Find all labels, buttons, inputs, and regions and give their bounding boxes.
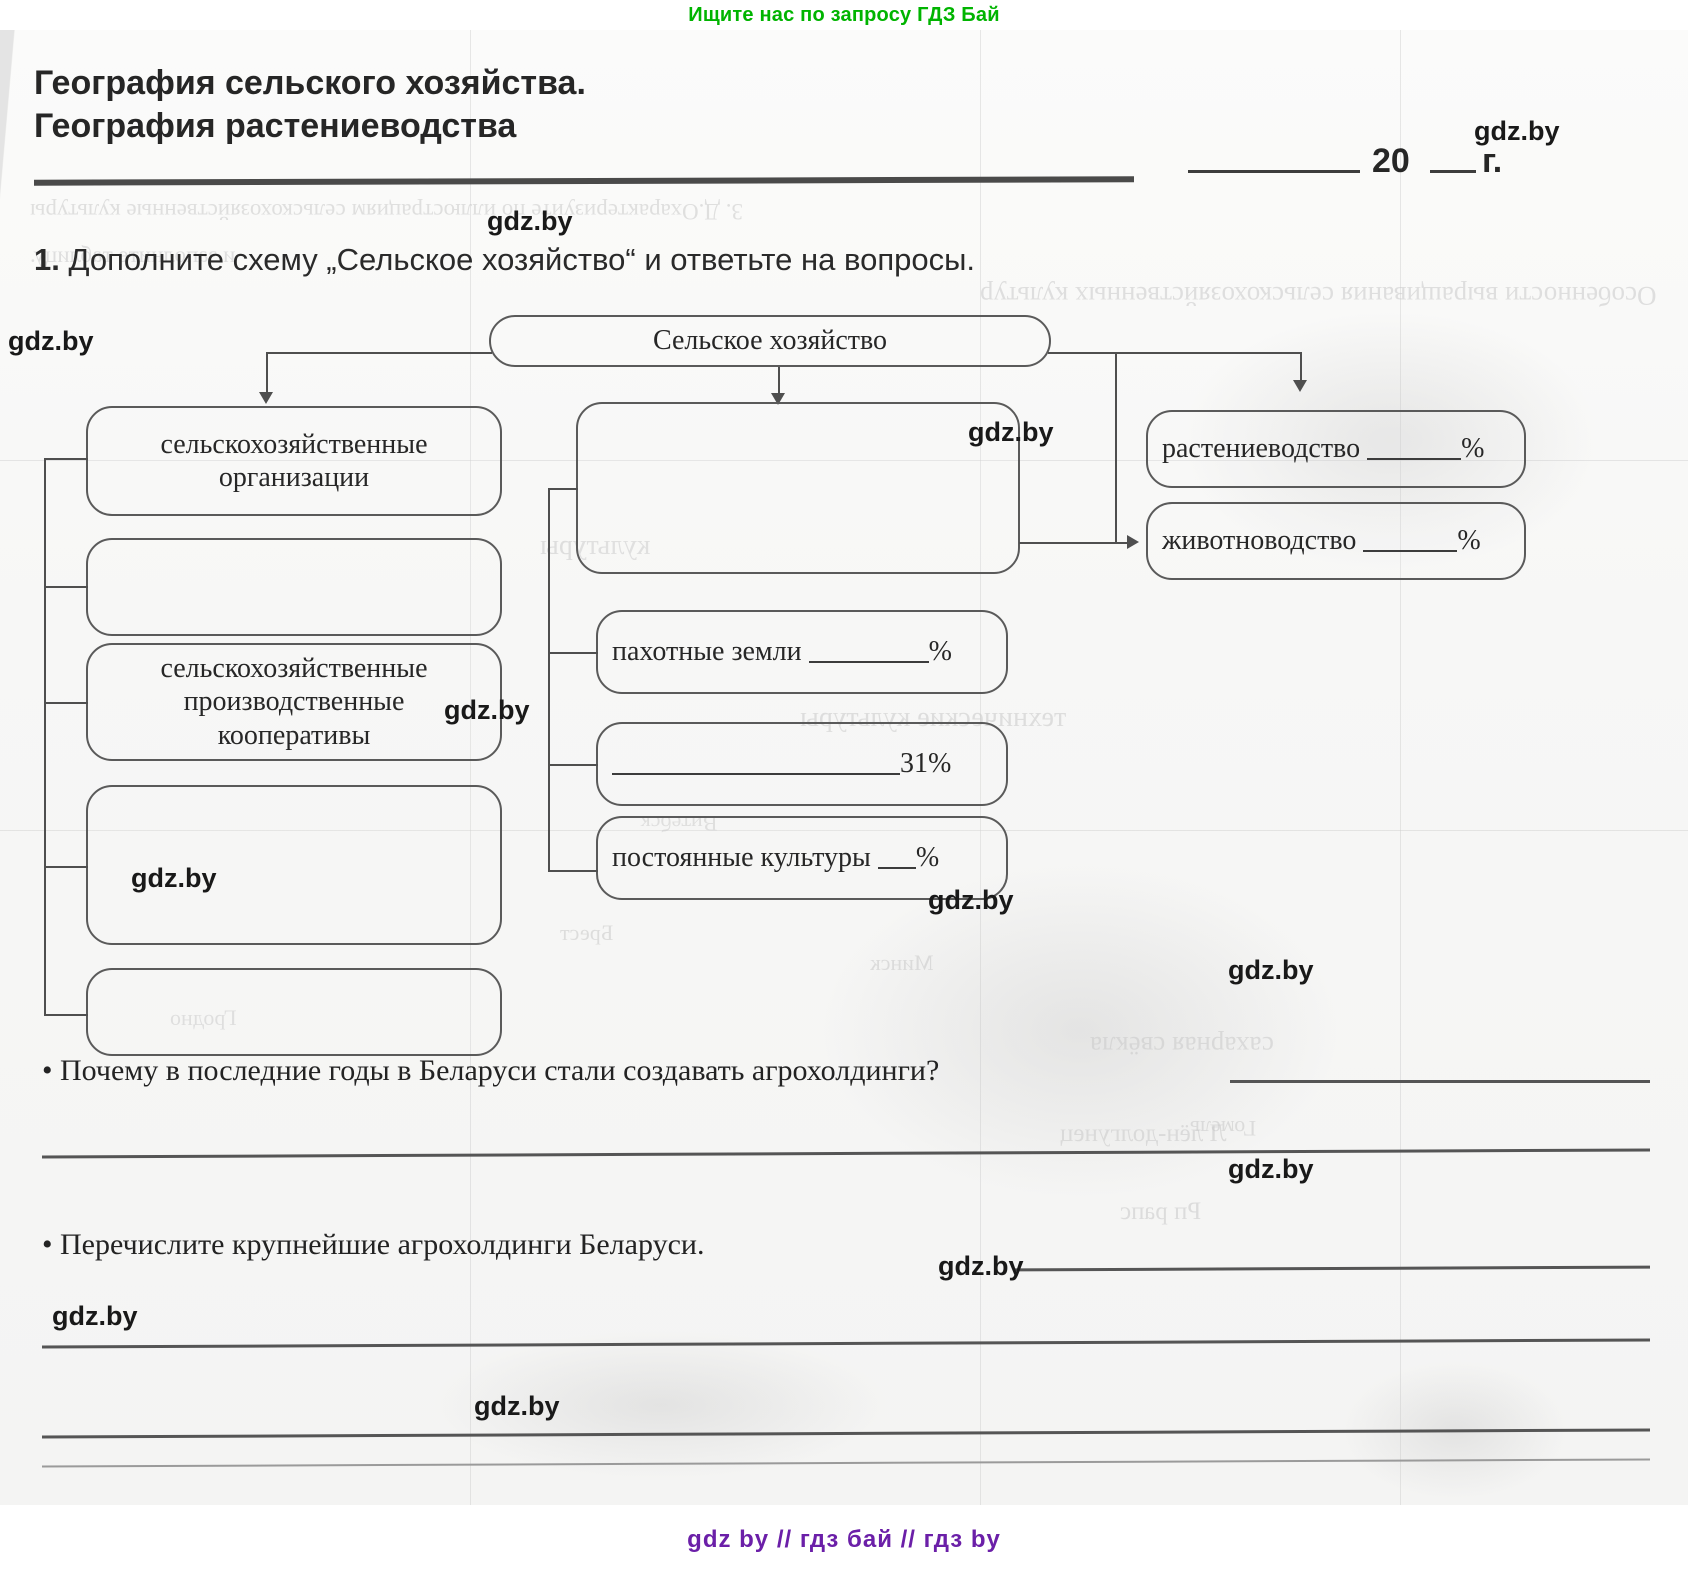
connector-left-stub-3 bbox=[44, 702, 88, 705]
node-middle-3-blank-line[interactable] bbox=[612, 773, 900, 776]
node-left-2-blank[interactable] bbox=[86, 538, 502, 636]
node-right-livestock-label: животноводство bbox=[1162, 525, 1357, 557]
arrow-down-left-branch bbox=[259, 392, 273, 404]
date-blank-line bbox=[1188, 170, 1360, 173]
node-left-4-blank[interactable] bbox=[86, 785, 502, 945]
task-number: 1. bbox=[34, 242, 60, 277]
scanned-worksheet-page: Особенности выращивания сельскохозяйстве… bbox=[0, 30, 1688, 1505]
arrow-down-right-branch bbox=[1293, 380, 1307, 392]
node-middle-4-blank-line[interactable] bbox=[877, 867, 916, 870]
page-title: География сельского хозяйства. География… bbox=[34, 62, 1164, 148]
connector-left-spine bbox=[44, 458, 47, 1014]
connector-middle-stub-3 bbox=[548, 764, 598, 767]
connector-left-stub-5 bbox=[44, 1014, 88, 1017]
connector-middle-stub-1 bbox=[548, 488, 578, 491]
page-title-line2: География растениеводства bbox=[34, 106, 517, 145]
connector-left-stub-1 bbox=[44, 458, 88, 461]
connector-middle-stub-4 bbox=[548, 870, 598, 873]
answer-line-2d[interactable] bbox=[42, 1458, 1650, 1468]
node-right-crop-label: растениеводство bbox=[1162, 433, 1361, 465]
connector-root-to-left bbox=[266, 352, 492, 355]
year-blank-line bbox=[1430, 170, 1476, 173]
question-1-text: Почему в последние годы в Беларуси стали… bbox=[60, 1054, 940, 1087]
page-title-line1: География сельского хозяйства. bbox=[34, 64, 586, 102]
node-middle-4-permanent-crops[interactable]: постоянные культуры % bbox=[596, 816, 1008, 900]
node-right-crop-production[interactable]: растениеводство % bbox=[1146, 410, 1526, 488]
arrow-right-livestock bbox=[1127, 535, 1139, 549]
connector-left-stub-2 bbox=[44, 586, 88, 589]
year-suffix: г. bbox=[1482, 142, 1503, 180]
node-middle-2-blank-line[interactable] bbox=[808, 661, 929, 664]
node-middle-3-unit: % bbox=[928, 748, 952, 780]
node-middle-4-unit: % bbox=[915, 842, 940, 874]
node-root-label: Сельское хозяйство bbox=[652, 325, 888, 357]
task-instruction: 1. Дополните схему „Сельское хозяйство“ … bbox=[34, 242, 975, 278]
question-1-bullet: • bbox=[42, 1054, 53, 1087]
answer-line-2c[interactable] bbox=[42, 1428, 1650, 1439]
node-right-crop-blank-line[interactable] bbox=[1367, 458, 1462, 461]
connector-root-to-right bbox=[1048, 352, 1302, 355]
node-middle-2-label: пахотные земли bbox=[612, 636, 802, 668]
question-2-bullet: • bbox=[42, 1228, 53, 1261]
connector-middle-stub-2 bbox=[548, 652, 598, 655]
answer-line-2a[interactable] bbox=[1012, 1265, 1651, 1271]
connector-left-stub-4 bbox=[44, 866, 88, 869]
node-right-crop-unit: % bbox=[1461, 433, 1485, 465]
node-right-livestock-blank-line[interactable] bbox=[1363, 550, 1458, 553]
connector-middle-to-livestock-down bbox=[1115, 352, 1118, 544]
node-root-agriculture[interactable]: Сельское хозяйство bbox=[489, 315, 1051, 367]
promo-banner-bottom: gdz by // гдз бай // гдз by bbox=[0, 1505, 1688, 1575]
node-middle-3-value: 31 bbox=[900, 748, 928, 780]
answer-line-1a[interactable] bbox=[1230, 1080, 1650, 1083]
question-2: • Перечислите крупнейшие агрохолдинги Бе… bbox=[42, 1228, 704, 1262]
node-middle-3-31pct[interactable]: 31% bbox=[596, 722, 1008, 806]
connector-middle-spine bbox=[548, 488, 551, 870]
answer-line-2b[interactable] bbox=[42, 1338, 1650, 1349]
node-right-livestock[interactable]: животноводство % bbox=[1146, 502, 1526, 580]
task-text: Дополните схему „Сельское хозяйство“ и о… bbox=[68, 242, 975, 277]
promo-banner-top: Ищите нас по запросу ГДЗ Бай bbox=[688, 3, 1000, 26]
answer-line-1b[interactable] bbox=[42, 1148, 1650, 1159]
connector-root-to-right-down bbox=[1300, 352, 1303, 384]
connector-root-to-left-down bbox=[266, 352, 269, 396]
connector-root-to-middle-down bbox=[778, 367, 781, 397]
question-2-text: Перечислите крупнейшие агрохолдинги Бела… bbox=[60, 1228, 705, 1261]
connector-middle-to-livestock-right bbox=[1019, 542, 1129, 545]
node-middle-1-blank[interactable] bbox=[576, 402, 1020, 574]
year-prefix: 20 bbox=[1372, 142, 1410, 180]
node-middle-4-label: постоянные культуры bbox=[612, 842, 871, 874]
node-middle-2-unit: % bbox=[928, 636, 952, 668]
node-left-5-blank[interactable] bbox=[86, 968, 502, 1056]
node-middle-2-arable[interactable]: пахотные земли % bbox=[596, 610, 1008, 694]
node-right-livestock-unit: % bbox=[1457, 525, 1481, 557]
question-1: • Почему в последние годы в Беларуси ста… bbox=[42, 1054, 939, 1088]
